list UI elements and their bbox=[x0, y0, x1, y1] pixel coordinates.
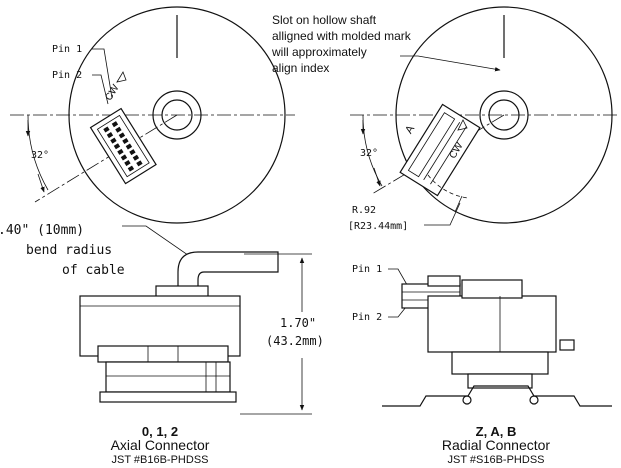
radial-caption-title: Z, A, B bbox=[476, 424, 517, 439]
encoder-top-boss-radial bbox=[461, 279, 523, 299]
connector-pin bbox=[103, 126, 110, 133]
connector-pin bbox=[111, 121, 119, 128]
axial-caption-title: 0, 1, 2 bbox=[142, 424, 178, 439]
shaft-note-leader bbox=[400, 55, 501, 72]
cw-arrow-icon-right bbox=[457, 119, 468, 131]
top-left-axial-view: 32° Pin 1 Pin 2 CW bbox=[10, 6, 295, 224]
radial-connector-body-top bbox=[399, 103, 481, 197]
axial-caption-subtitle: Axial Connector bbox=[111, 437, 210, 453]
pin2-label-left: Pin 2 bbox=[52, 70, 82, 81]
pin1-label-right: Pin 1 bbox=[352, 264, 382, 275]
radius-dashed-arc bbox=[427, 174, 469, 199]
axial-caption-part: JST #B16B-PHDSS bbox=[111, 454, 208, 466]
height-label: 1.70" bbox=[280, 316, 316, 330]
connector-pin bbox=[132, 154, 140, 161]
bend-note-leader bbox=[122, 225, 199, 263]
radial-caption-part: JST #S16B-PHDSS bbox=[447, 454, 544, 466]
connector-pin bbox=[129, 149, 136, 156]
mounting-bracket-radial bbox=[382, 385, 612, 407]
connector-pin bbox=[110, 137, 117, 144]
shaft-note-line-4: align index bbox=[272, 61, 329, 75]
connector-pin bbox=[115, 126, 122, 133]
encoder-lower-housing-axial bbox=[97, 345, 229, 363]
radial-connector-latch bbox=[427, 275, 461, 287]
pin1-label-left: Pin 1 bbox=[52, 44, 82, 55]
radius-label: R.92 bbox=[352, 205, 376, 216]
encoder-base-axial bbox=[105, 361, 231, 393]
connector-pin bbox=[124, 160, 131, 167]
axial-connector-header bbox=[89, 107, 157, 185]
radius-metric-label: [R23.44mm] bbox=[348, 221, 408, 232]
shaft-note-line-2: alligned with molded mark bbox=[272, 29, 412, 43]
pin2-label-right: Pin 2 bbox=[352, 312, 382, 323]
connector-pin bbox=[118, 132, 126, 139]
connector-pin bbox=[127, 165, 135, 172]
connector-letter-mark: A bbox=[403, 123, 417, 136]
mounting-screw-right bbox=[529, 395, 539, 405]
mounting-screw-left bbox=[462, 395, 472, 405]
bottom-left-axial-side-view: .40" (10mm) bend radius of cable 1.70" (… bbox=[0, 223, 324, 466]
connector-pin bbox=[120, 154, 128, 161]
pin1-leader-left bbox=[92, 48, 113, 99]
encoder-lower-housing-radial bbox=[451, 351, 549, 375]
centerline-angled-left bbox=[34, 114, 178, 203]
radius-leader-tick bbox=[454, 195, 463, 213]
encoder-body-radial bbox=[427, 295, 557, 353]
connector-pin-grid bbox=[103, 121, 143, 172]
height-metric-label: (43.2mm) bbox=[266, 334, 324, 348]
radial-caption-subtitle: Radial Connector bbox=[442, 437, 551, 453]
connector-pin bbox=[125, 143, 133, 150]
bend-note-line-2: bend radius bbox=[26, 243, 112, 258]
connector-pin bbox=[106, 132, 114, 139]
encoder-base-radial bbox=[467, 373, 533, 389]
angle-label-left: 32° bbox=[31, 150, 49, 161]
encoder-flange-axial bbox=[99, 391, 237, 403]
radius-leader bbox=[424, 202, 461, 226]
angle-arrow-bottom-left bbox=[37, 173, 45, 193]
connector-pin bbox=[117, 148, 124, 155]
top-right-radial-view: 32° A CW Slot on hollow shaft alligned w… bbox=[271, 6, 618, 232]
cable-bend bbox=[177, 251, 279, 293]
cw-mark-left: CW bbox=[103, 82, 121, 102]
shaft-note-line-1: Slot on hollow shaft bbox=[272, 13, 377, 27]
connector-pin bbox=[113, 143, 121, 150]
pin2-leader-left bbox=[92, 74, 109, 105]
bottom-right-radial-side-view: Pin 1 Pin 2 Z, A, B Radial Connector JST… bbox=[352, 264, 612, 466]
bend-note-line-3: of cable bbox=[62, 263, 125, 278]
shaft-note-line-3: will approximately bbox=[271, 45, 367, 59]
connector-pin bbox=[136, 160, 143, 167]
mounting-tab-radial bbox=[559, 339, 575, 351]
angle-label-right: 32° bbox=[360, 148, 378, 159]
angle-arrow-bottom-right bbox=[373, 167, 381, 187]
bend-note-line-1: .40" (10mm) bbox=[0, 223, 84, 238]
cw-arrow-icon-left bbox=[116, 71, 127, 83]
pin1-leader-right bbox=[388, 268, 411, 291]
connector-pin bbox=[122, 137, 129, 144]
